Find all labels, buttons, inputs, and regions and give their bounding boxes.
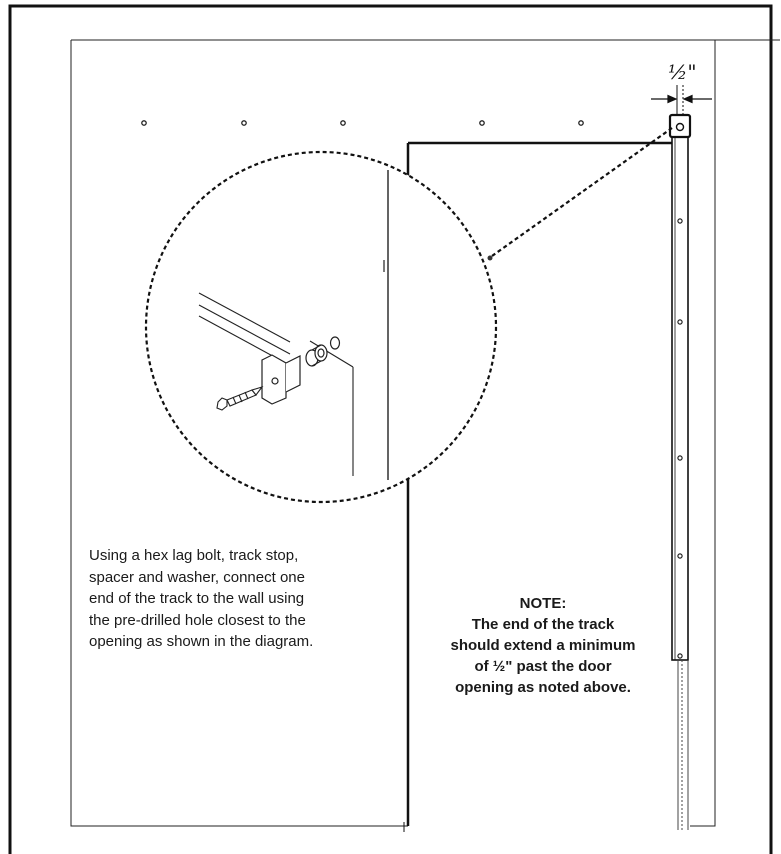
detail-spacer <box>305 344 328 367</box>
hole <box>677 319 683 325</box>
door-opening <box>406 141 672 826</box>
hole <box>241 120 247 126</box>
note-line-3: of ½" past the door <box>474 658 612 675</box>
hole <box>677 218 683 224</box>
track-holes <box>677 218 683 659</box>
note-title: NOTE: <box>519 595 567 612</box>
hole <box>141 120 147 126</box>
detail-lag-bolt <box>216 385 264 411</box>
hole <box>677 455 683 461</box>
callout-anchor <box>487 255 493 261</box>
hole <box>578 120 584 126</box>
hole <box>340 120 346 126</box>
detail-track <box>198 170 389 480</box>
hole <box>677 553 683 559</box>
detail-track-stop <box>261 354 301 405</box>
detail-washer <box>329 336 341 350</box>
dim-arrow-left <box>651 94 678 104</box>
note-line-4: opening as noted above. <box>455 679 631 696</box>
track <box>671 115 689 661</box>
callout-leader <box>491 127 673 257</box>
dim-arrow-right <box>682 94 712 104</box>
note-line-2: should extend a minimum <box>450 637 636 654</box>
note-line-1: The end of the track <box>471 616 615 633</box>
lag-bolt-hole <box>675 122 685 132</box>
hole <box>677 653 683 659</box>
wall-outline <box>70 39 780 827</box>
instruction-text: Using a hex lag bolt, track stop, spacer… <box>89 547 314 650</box>
dimension-label: ½" <box>668 60 697 84</box>
hole <box>479 120 485 126</box>
note-block: NOTE: The end of the track should extend… <box>418 593 668 698</box>
wall-right-bottom <box>690 40 716 827</box>
top-holes <box>141 120 584 126</box>
page-border <box>8 4 773 854</box>
detail-circle <box>144 150 498 504</box>
